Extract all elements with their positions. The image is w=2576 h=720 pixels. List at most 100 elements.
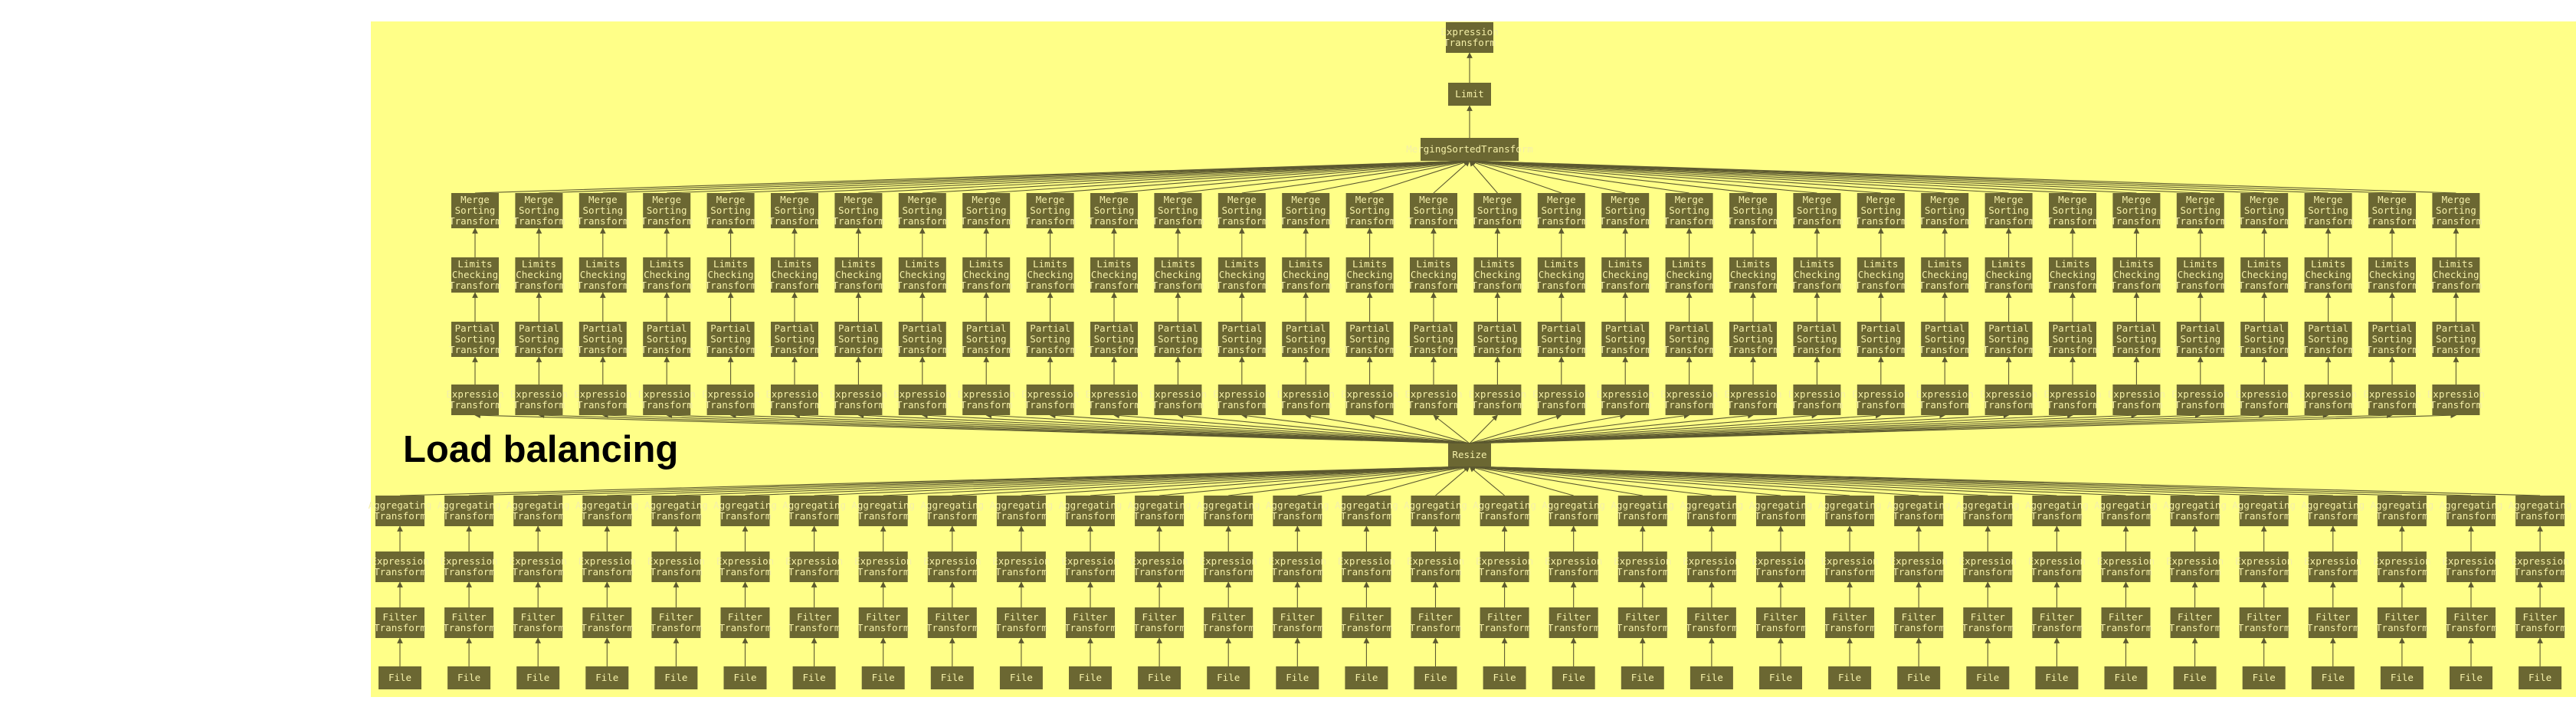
edge-aggregating-to-resize [1469, 463, 1919, 496]
node-limits-checking-17-label-line: Transform [1472, 280, 1524, 291]
node-merge-sorting-21-label-line: Sorting [1733, 205, 1774, 216]
node-partial-sorting-14-box [1282, 322, 1330, 357]
node-file-16-box [1414, 666, 1457, 689]
node-partial-sorting-23-label-line: Sorting [1860, 333, 1901, 345]
node-limits-checking-26-label-line: Transform [2047, 280, 2099, 291]
node-file-15: File [1345, 666, 1388, 689]
node-limits-checking-20-label-line: Checking [1666, 269, 1712, 280]
node-limits-checking-24-label-line: Limits [1928, 258, 1962, 270]
node-aggregating-22-label-line: Transform [1824, 510, 1876, 522]
node-file-30-box [2380, 666, 2424, 689]
node-resize: Resize [1448, 443, 1491, 466]
node-expression-upper-7-box [834, 385, 883, 415]
node-merge-sorting-28-label-line: Merge [2186, 194, 2215, 205]
node-merge-sorting-29-label-line: Sorting [2244, 205, 2285, 216]
node-limits-checking-25-label-line: Transform [1983, 280, 2035, 291]
edge-resize-to-expression [985, 412, 1470, 444]
node-filter-26-label-line: Transform [2100, 622, 2152, 633]
node-expression-upper-30-label-line: Transform [2302, 399, 2355, 411]
node-filter-25-label-line: Filter [2040, 611, 2075, 623]
node-file-13-box [1207, 666, 1250, 689]
node-aggregating-9-label-line: Aggregating [920, 499, 984, 511]
node-partial-sorting-25-box [1984, 322, 2033, 357]
node-partial-sorting-14-label-line: Sorting [1286, 333, 1326, 345]
node-partial-sorting-8-label-line: Partial [902, 322, 942, 334]
node-expression-upper-29-label-line: Transform [2238, 399, 2290, 411]
node-limits-checking-17-box [1473, 257, 1522, 293]
node-limits-checking-18-label-line: Limits [1544, 258, 1578, 270]
node-expression-lower-7-box [789, 551, 839, 582]
node-limits-checking-32-box [2432, 257, 2480, 293]
node-expression-lower-8-box [858, 551, 908, 582]
node-partial-sorting-30-label-line: Sorting [2308, 333, 2348, 345]
node-merge-sorting-6-label-line: Merge [780, 194, 809, 205]
node-file-1: File [379, 666, 421, 689]
node-partial-sorting-5-label-line: Sorting [710, 333, 751, 345]
node-merge-sorting-27-label-line: Merge [2122, 194, 2152, 205]
node-merge-sorting-8-label-line: Transform [896, 215, 949, 227]
node-file-3-label-line: File [526, 672, 549, 683]
node-merge-sorting-11-label-line: Merge [1100, 194, 1129, 205]
node-merge-sorting-13-box [1218, 193, 1266, 228]
node-limits-checking-19-label-line: Limits [1608, 258, 1643, 270]
node-file-2: File [447, 666, 491, 689]
node-file-9-box [930, 666, 974, 689]
node-aggregating-15-label-line: Transform [1341, 510, 1393, 522]
node-expression-lower-16-label-line: Transform [1410, 566, 1462, 578]
node-merge-sorting-12-box [1154, 193, 1202, 228]
node-filter-2-label-line: Filter [452, 611, 487, 623]
node-limits-checking-11-label-line: Checking [1091, 269, 1137, 280]
node-partial-sorting-28-box [2176, 322, 2224, 357]
node-aggregating-18-label-line: Aggregating [1542, 499, 1605, 511]
node-limits-checking-10-label-line: Checking [1027, 269, 1073, 280]
node-expression-lower-14-label-line: Expression [1269, 555, 1326, 567]
node-filter-32-label-line: Filter [2523, 611, 2558, 623]
node-file-28-label-line: File [2253, 672, 2276, 683]
node-expression-upper-2-label-line: Transform [513, 399, 565, 411]
node-file-32-label-line: File [2528, 672, 2551, 683]
node-file-9: File [930, 666, 974, 689]
node-file-23: File [1897, 666, 1941, 689]
edge-merge-sorting-to-merging [1241, 159, 1470, 194]
node-partial-sorting-29-label-line: Partial [2244, 322, 2285, 334]
node-aggregating-19-label-line: Transform [1617, 510, 1669, 522]
node-expression-upper-20-box [1665, 385, 1713, 415]
node-limits-checking-9-label-line: Limits [969, 258, 1004, 270]
node-aggregating-16-box [1411, 496, 1460, 526]
edge-merge-sorting-to-merging [794, 158, 1470, 194]
node-expression-upper-23-label-line: Transform [1855, 399, 1907, 411]
node-partial-sorting-28-label-line: Partial [2180, 322, 2220, 334]
node-limits-checking-19-box [1601, 257, 1650, 293]
node-expression-upper-19-label-line: Expression [1597, 388, 1654, 400]
node-aggregating-23-label-line: Aggregating [1887, 499, 1951, 511]
edge-merge-sorting-to-merging [667, 158, 1470, 194]
node-filter-21-label-line: Filter [1763, 611, 1798, 623]
node-merge-sorting-30-label-line: Merge [2314, 194, 2343, 205]
edge-resize-to-expression [1241, 413, 1470, 444]
node-limits-checking-2-label-line: Checking [516, 269, 562, 280]
node-limits-checking-16-label-line: Transform [1408, 280, 1460, 291]
edge-merge-sorting-to-merging [730, 158, 1470, 194]
node-aggregating-5-label-line: Aggregating [644, 499, 708, 511]
node-expression-upper-3-label-line: Expression [574, 388, 631, 400]
node-file-11-label-line: File [1079, 672, 1102, 683]
